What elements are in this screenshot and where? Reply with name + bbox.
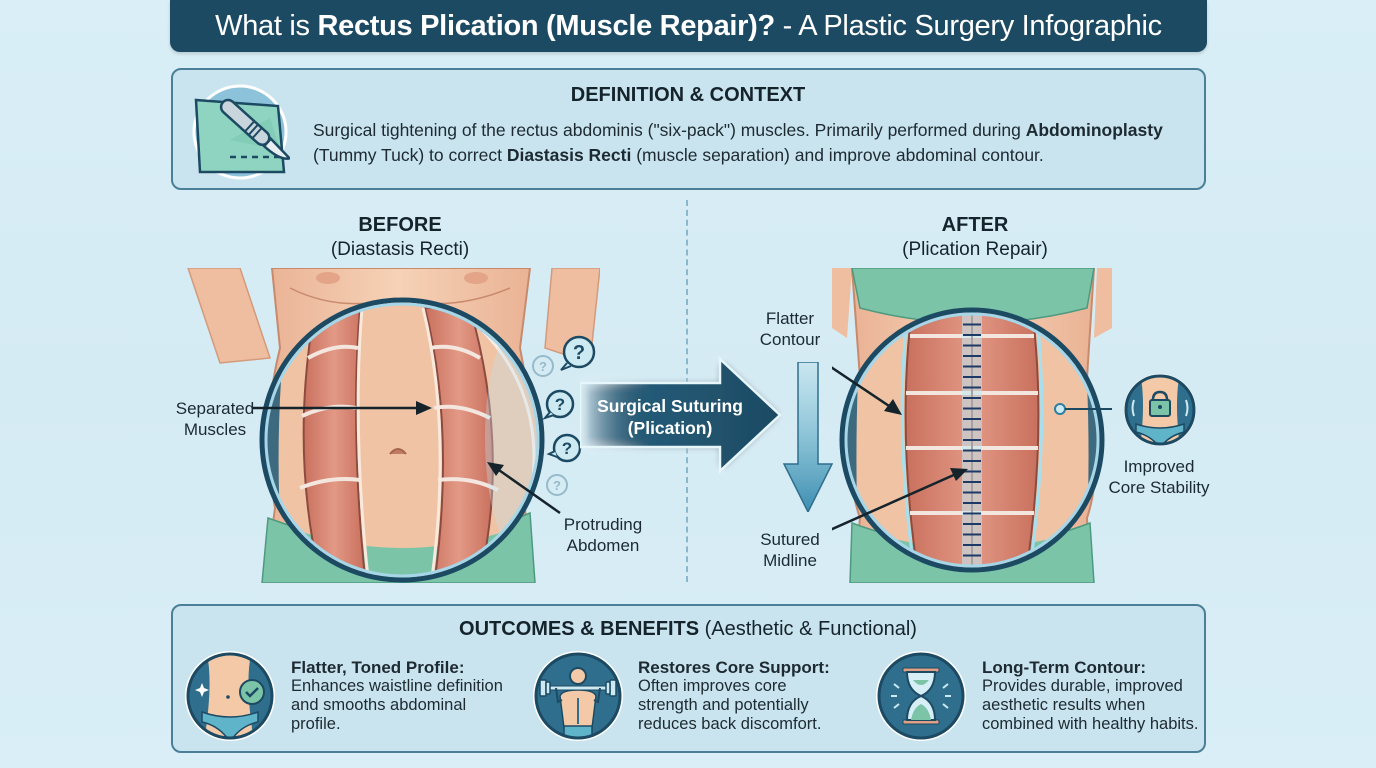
definition-text-2: (Tummy Tuck) to correct (313, 145, 507, 165)
waist-check-icon (185, 651, 275, 741)
question-icon: ? (546, 474, 568, 496)
outcomes-heading: OUTCOMES & BENEFITS (Aesthetic & Functio… (300, 618, 1076, 641)
before-torso-illustration (187, 268, 600, 583)
question-icon: ? (541, 389, 575, 421)
question-bubbles: ? ? ? ? ? (532, 335, 596, 496)
before-title: BEFORE (358, 214, 442, 236)
svg-text:?: ? (562, 439, 572, 458)
flatter-contour-label: Flatter Contour (759, 309, 821, 349)
definition-heading: DEFINITION & CONTEXT (570, 84, 806, 106)
svg-text:?: ? (573, 342, 585, 364)
before-header: BEFORE (Diastasis Recti) (300, 212, 500, 262)
definition-panel (171, 68, 1206, 190)
magnifier-circle (839, 307, 1105, 573)
core-stability-lock-icon (1124, 374, 1196, 446)
outcomes-heading-bold: OUTCOMES & BENEFITS (459, 618, 700, 640)
core-stability-label: Improved Core Stability (1108, 457, 1210, 497)
transition-label: Surgical Suturing (Plication) (597, 396, 743, 438)
title-prefix: What is (215, 9, 318, 42)
definition-text: Surgical tightening of the rectus abdomi… (313, 118, 1203, 168)
after-torso-illustration (832, 268, 1112, 583)
outcome-item-3: Long-Term Contour: Provides durable, imp… (982, 658, 1207, 734)
flatter-arrow (832, 366, 893, 410)
sutured-midline-label: Sutured Midline (760, 530, 820, 570)
separated-muscles-label: Separated Muscles (175, 399, 255, 439)
left-nipple (316, 272, 340, 284)
magnifier-circle (259, 297, 545, 583)
after-subtitle: (Plication Repair) (902, 239, 1048, 260)
question-icon: ? (546, 433, 582, 463)
definition-bold-1: Abdominoplasty (1025, 120, 1163, 140)
definition-text-1: Surgical tightening of the rectus abdomi… (313, 120, 1026, 140)
question-icon: ? (560, 335, 596, 371)
definition-text-3: (muscle separation) and improve abdomina… (631, 145, 1044, 165)
after-header: AFTER (Plication Repair) (875, 212, 1075, 262)
hourglass-icon (876, 651, 966, 741)
protruding-arrow (495, 466, 561, 515)
before-subtitle: (Diastasis Recti) (330, 239, 470, 260)
right-nipple (464, 272, 488, 284)
outcome-title: Long-Term Contour: (982, 658, 1146, 677)
surgical-suturing-arrow (580, 356, 782, 474)
question-icon: ? (532, 355, 554, 377)
down-arrow-icon (782, 362, 834, 512)
sutured-arrow (832, 472, 957, 531)
after-title: AFTER (941, 214, 1009, 236)
weightlifter-icon (533, 651, 623, 741)
title-bar: What is Rectus Plication (Muscle Repair)… (170, 0, 1207, 52)
svg-text:?: ? (555, 395, 565, 414)
outcomes-heading-rest: (Aesthetic & Functional) (699, 618, 917, 640)
left-arm (187, 268, 272, 364)
svg-text:?: ? (553, 478, 561, 493)
outcome-item-1: Flatter, Toned Profile: Enhances waistli… (291, 658, 521, 734)
definition-bold-2: Diastasis Recti (506, 145, 632, 165)
svg-text:?: ? (539, 359, 547, 374)
protruding-abdomen-label: Protruding Abdomen (563, 515, 643, 555)
title-bold: Rectus Plication (Muscle Repair)? (317, 9, 775, 42)
outcome-item-2: Restores Core Support: Often improves co… (638, 658, 868, 734)
outcome-title: Restores Core Support: (638, 658, 830, 677)
title-suffix: - A Plastic Surgery Infographic (774, 9, 1162, 42)
outcomes-panel (171, 604, 1206, 753)
scalpel-icon (192, 84, 290, 180)
outcome-title: Flatter, Toned Profile: (291, 658, 465, 677)
